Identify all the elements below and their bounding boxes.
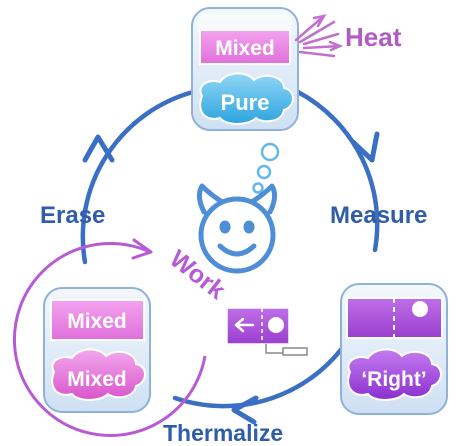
demon-face-icon — [196, 183, 278, 274]
right-cloud-label: ‘Right’ — [361, 368, 426, 391]
heat-rays-icon — [294, 14, 344, 58]
right-state-box: ‘Right’ — [340, 283, 448, 415]
stage-label-measure: Measure — [330, 202, 427, 229]
arrowhead-measure — [350, 131, 380, 163]
stage-label-thermalize: Thermalize — [163, 420, 283, 446]
left-mixed-bar-label: Mixed — [67, 310, 127, 333]
heat-label: Heat — [345, 22, 402, 52]
left-state-box: Mixed Mixed — [43, 287, 151, 413]
top-mixed-label: Mixed — [215, 37, 275, 60]
cycle-arrowheads — [82, 131, 380, 425]
arrowhead-thermalize — [231, 395, 259, 425]
thought-bubble-icon — [252, 142, 280, 194]
piston-icon — [226, 307, 308, 356]
work-arrowhead — [131, 238, 153, 260]
arrowhead-erase — [82, 134, 115, 163]
top-pure-cloud — [199, 72, 294, 125]
top-state-box: Mixed Pure — [191, 7, 299, 131]
top-pure-label: Pure — [221, 90, 270, 115]
cycle-ring — [80, 89, 380, 409]
right-particle — [412, 301, 428, 317]
left-mixed-cloud-label: Mixed — [67, 368, 127, 391]
work-loop — [12, 238, 207, 437]
left-mixed-cloud — [51, 348, 146, 401]
right-cloud — [347, 348, 442, 401]
top-mixed-bar — [199, 29, 291, 65]
left-mixed-bar — [50, 299, 145, 341]
stage-label-erase: Erase — [40, 202, 105, 229]
